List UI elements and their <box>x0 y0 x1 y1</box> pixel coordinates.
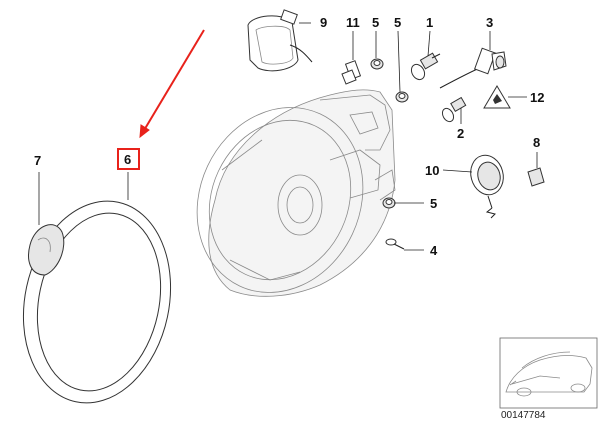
callout-5-mid: 5 <box>394 15 401 30</box>
callout-6: 6 <box>124 152 131 167</box>
clip-part-8 <box>527 167 545 187</box>
callout-labels: 9 11 5 5 1 3 12 2 8 10 5 4 7 6 <box>34 15 544 258</box>
bulb-part-2 <box>441 96 467 123</box>
callout-9: 9 <box>320 15 327 30</box>
ring-part-10 <box>470 154 504 219</box>
cap-part-9 <box>247 9 313 72</box>
lens-part-7 <box>28 224 65 276</box>
leader-lines <box>38 22 538 251</box>
highlight-box <box>117 148 140 170</box>
callout-4: 4 <box>430 243 438 258</box>
screw-part-4 <box>385 238 405 250</box>
grommet-part-5-mid <box>395 91 409 103</box>
callout-8: 8 <box>533 135 540 150</box>
grommet-part-5-low <box>382 197 396 209</box>
grommet-part-5-top <box>370 58 384 70</box>
callout-10: 10 <box>425 163 439 178</box>
trim-ring-part-6 <box>22 200 172 404</box>
headlight-housing <box>196 89 396 297</box>
callout-7: 7 <box>34 153 41 168</box>
callout-2: 2 <box>457 126 464 141</box>
warning-label-part-12 <box>483 85 511 109</box>
bulb-part-1 <box>410 52 441 81</box>
red-arrow <box>139 29 205 139</box>
callout-11: 11 <box>346 15 360 30</box>
callout-5-top: 5 <box>372 15 379 30</box>
callout-1: 1 <box>426 15 433 30</box>
reference-number: 00147784 <box>501 410 546 421</box>
bolt-part-11 <box>341 60 362 85</box>
vehicle-reference-inset: 00147784 <box>499 337 598 421</box>
callout-5-low: 5 <box>430 196 437 211</box>
callout-3: 3 <box>486 15 493 30</box>
xenon-bulb-part-3 <box>439 47 507 89</box>
callout-12: 12 <box>530 90 544 105</box>
